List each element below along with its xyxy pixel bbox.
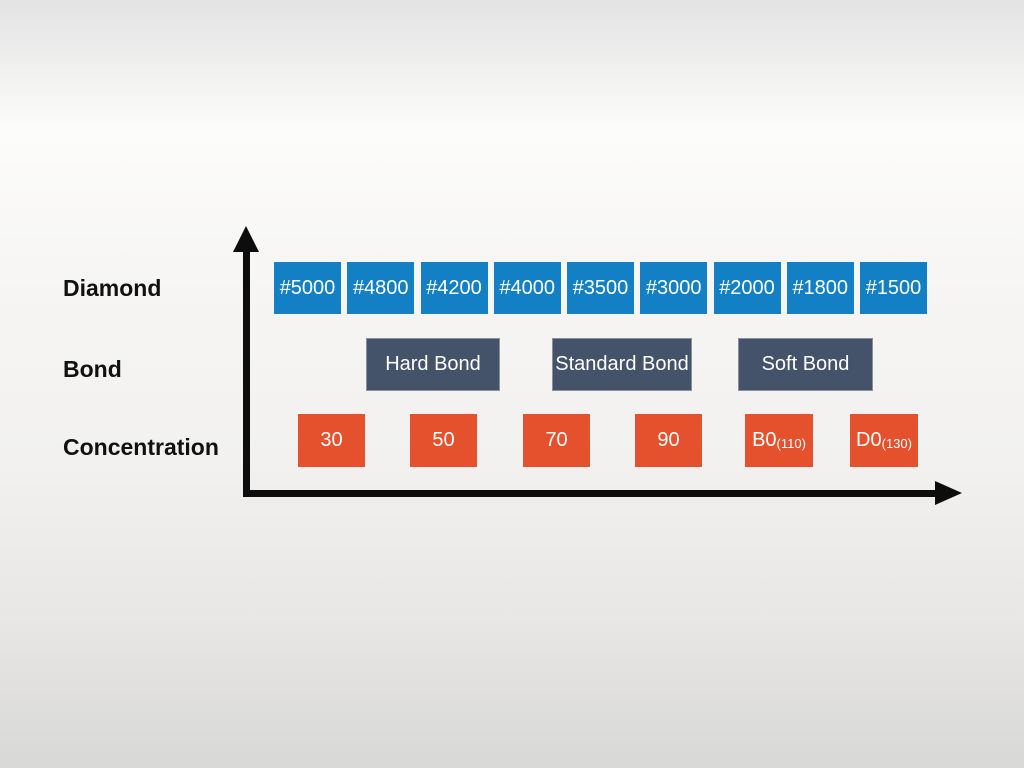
concentration-box: 30	[298, 414, 365, 467]
concentration-box: D0(130)	[850, 414, 918, 467]
concentration-value: D0	[856, 429, 882, 451]
diamond-grit-box: #3500	[567, 262, 634, 314]
diamond-grit-box: #1500	[860, 262, 927, 314]
concentration-box: 50	[410, 414, 477, 467]
bond-box-standard: Standard Bond	[552, 338, 692, 391]
concentration-row-label: Concentration	[63, 434, 219, 460]
diamond-grit-row: #5000 #4800 #4200 #4000 #3500 #3000 #200…	[274, 262, 927, 314]
y-axis-arrow-icon	[233, 226, 259, 252]
concentration-value: 50	[432, 429, 455, 451]
bond-box-soft: Soft Bond	[738, 338, 873, 391]
y-axis-line	[243, 250, 250, 497]
bond-box-hard: Hard Bond	[366, 338, 500, 391]
concentration-box: B0(110)	[745, 414, 813, 467]
concentration-subscript: (130)	[881, 436, 912, 451]
concentration-value: 30	[320, 429, 343, 451]
diamond-grit-box: #4200	[420, 262, 488, 314]
concentration-box: 70	[523, 414, 590, 467]
concentration-value: 70	[545, 429, 568, 451]
diamond-grit-box: #4800	[347, 262, 415, 314]
concentration-value: B0	[752, 429, 777, 451]
diamond-grit-box: #1800	[786, 262, 854, 314]
diamond-grit-box: #4000	[493, 262, 561, 314]
x-axis-line	[243, 490, 936, 497]
concentration-value: 90	[657, 429, 680, 451]
diamond-grit-box: #2000	[713, 262, 781, 314]
diamond-grit-box: #5000	[274, 262, 341, 314]
concentration-box: 90	[635, 414, 702, 467]
bond-row-label: Bond	[63, 356, 122, 382]
diamond-grit-box: #3000	[640, 262, 708, 314]
diamond-row-label: Diamond	[63, 275, 162, 301]
concentration-subscript: (110)	[776, 436, 806, 451]
x-axis-arrow-icon	[935, 481, 962, 505]
